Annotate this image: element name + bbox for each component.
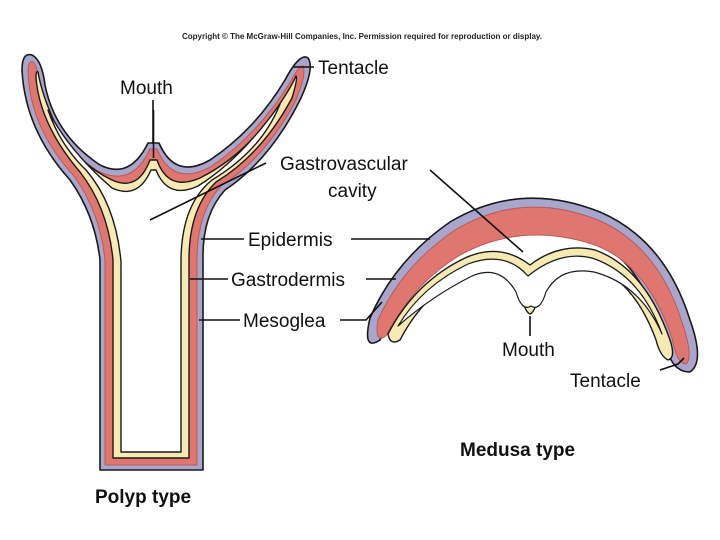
leader-medusa-gastrovascular <box>429 169 524 253</box>
label-tentacle-medusa: Tentacle <box>570 371 641 392</box>
label-mesoglea: Mesoglea <box>243 311 326 332</box>
label-gastrodermis: Gastrodermis <box>231 270 345 291</box>
label-mouth-polyp: Mouth <box>120 78 173 99</box>
leader-medusa-tentacle <box>659 357 685 371</box>
polyp-body <box>21 53 311 471</box>
label-tentacle-polyp: Tentacle <box>318 58 389 79</box>
polyp-gastrovascular-cavity <box>47 103 281 453</box>
label-epidermis: Epidermis <box>248 230 332 251</box>
medusa-body <box>366 197 699 373</box>
label-gastrovascular-line2: cavity <box>328 181 377 202</box>
copyright-notice: Copyright © The McGraw-Hill Companies, I… <box>182 32 542 41</box>
title-polyp-type: Polyp type <box>95 487 191 508</box>
title-medusa-type: Medusa type <box>460 440 575 461</box>
label-gastrovascular-line1: Gastrovascular <box>280 154 408 175</box>
medusa-gastrovascular-cavity <box>397 255 663 335</box>
label-mouth-medusa: Mouth <box>502 340 555 361</box>
leader-medusa-mesoglea <box>340 301 383 321</box>
medusa-mesoglea <box>376 206 690 365</box>
leader-polyp-gastrovascular <box>149 162 267 221</box>
